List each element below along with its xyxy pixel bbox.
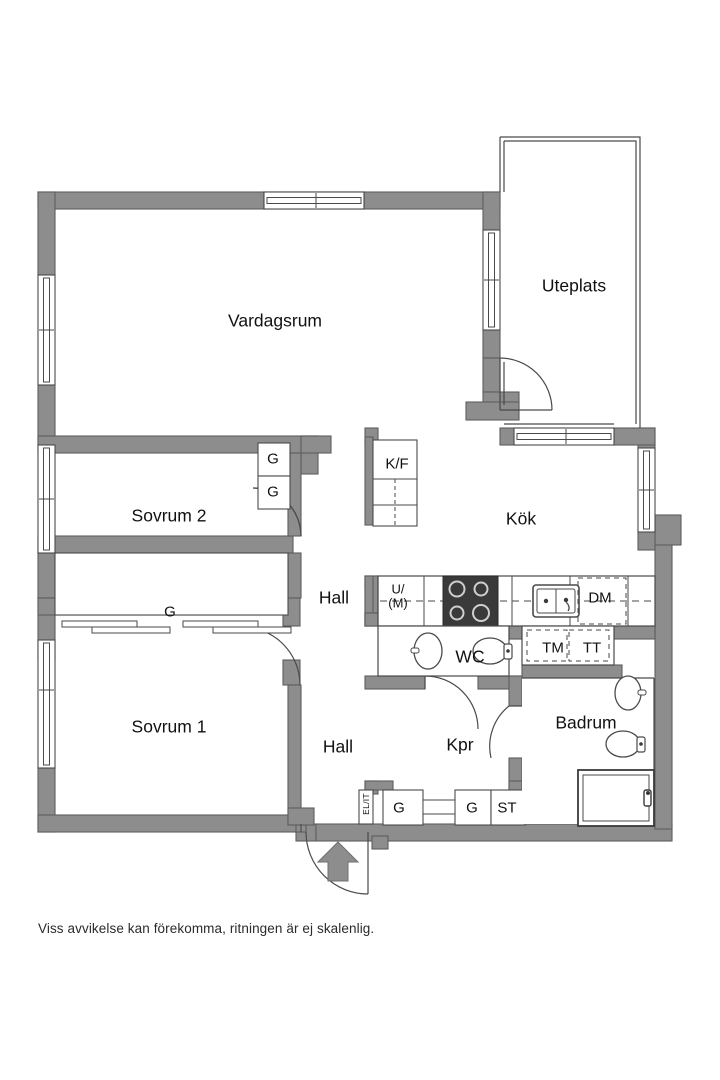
win-patio-left <box>482 229 501 331</box>
misc-thin-lines <box>300 576 379 832</box>
win-sovrum2-left <box>37 444 56 554</box>
closet-hall-left <box>382 789 424 826</box>
win-kitchen-top <box>513 427 615 446</box>
bathroom-toilet <box>605 730 646 758</box>
closet-sovrum2-top <box>257 442 291 477</box>
door-badrum <box>489 705 522 759</box>
tumble-dryer <box>568 629 610 662</box>
win-kitchen-right <box>637 447 656 533</box>
sliding-doors <box>61 620 292 634</box>
closet-hall-right <box>454 789 492 826</box>
door-patio <box>499 357 553 411</box>
plan-disclaimer-caption: Viss avvikelse kan förekomma, ritningen … <box>38 921 375 936</box>
entrance-arrow-icon <box>316 841 360 882</box>
wc-washbasin <box>410 632 443 670</box>
fridge-freezer <box>372 439 418 527</box>
closets <box>54 442 526 826</box>
wc-toilet <box>472 637 513 665</box>
bathroom-washbasin <box>614 675 647 711</box>
closet-storage <box>490 789 526 826</box>
door-wc <box>424 675 479 730</box>
shower-enclosure <box>577 769 655 827</box>
door-entrance <box>305 831 369 895</box>
thin-outlines <box>499 136 641 428</box>
win-sovrum1-left <box>37 639 56 769</box>
win-living-top <box>263 191 365 210</box>
kitchen-sink <box>532 584 580 618</box>
dishwasher <box>577 577 627 625</box>
closet-sovrum2-bottom <box>257 475 291 510</box>
closet-mid-wide <box>54 552 289 616</box>
win-living-left <box>37 274 56 386</box>
badrum-fixtures <box>522 675 655 827</box>
cabinet-elit <box>358 789 374 825</box>
wc-fixtures <box>377 625 513 677</box>
washing-machine <box>526 629 568 662</box>
laundry-appliances <box>521 625 615 666</box>
kitchen-counter <box>377 575 656 627</box>
windows <box>37 191 656 769</box>
